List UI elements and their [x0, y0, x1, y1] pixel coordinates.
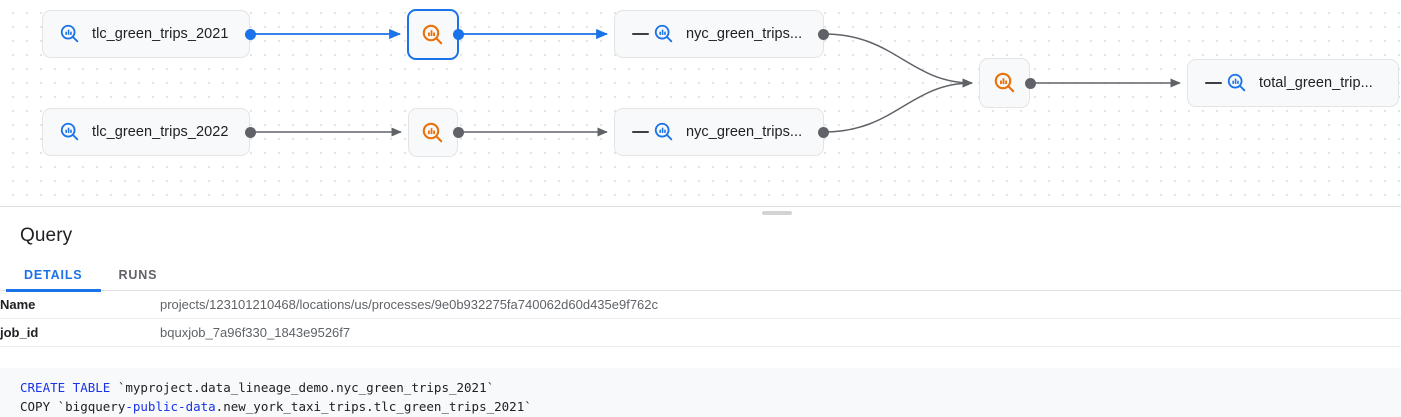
row-key: job_id: [0, 325, 39, 340]
table-search-icon: [59, 23, 81, 45]
node-label: total_green_trip...: [1259, 75, 1373, 91]
graph-node-process-bottom[interactable]: [408, 108, 458, 157]
graph-node-total-green-trips[interactable]: total_green_trip...: [1187, 59, 1399, 107]
connector-dot-tlc2022-out[interactable]: [245, 127, 256, 138]
edge-nyc-top-to-merge: [823, 33, 973, 88]
lineage-graph-canvas[interactable]: tlc_green_trips_2021: [0, 0, 1401, 206]
table-search-icon: [653, 121, 675, 143]
details-table: Name projects/123101210468/locations/us/…: [0, 291, 1401, 347]
sql-code-block[interactable]: CREATE TABLE `myproject.data_lineage_dem…: [0, 368, 1401, 417]
graph-node-nyc-green-trips-bottom[interactable]: nyc_green_trips...: [614, 108, 824, 156]
sql-keyword-public-data: -public-data: [125, 399, 216, 414]
connector-dot-merge-out[interactable]: [1025, 78, 1036, 89]
table-row: job_id bquxjob_7a96f330_1843e9526f7: [0, 319, 1401, 347]
connector-dot-process-top-out[interactable]: [453, 29, 464, 40]
edge-nyc-bot-to-merge: [823, 78, 973, 133]
node-label: tlc_green_trips_2022: [92, 124, 229, 140]
connector-dot-tlc2021-out[interactable]: [245, 29, 256, 40]
graph-node-tlc-green-trips-2022[interactable]: tlc_green_trips_2022: [42, 108, 250, 156]
table-search-icon: [653, 23, 675, 45]
node-label: tlc_green_trips_2021: [92, 26, 229, 42]
tab-details[interactable]: DETAILS: [6, 258, 101, 292]
tab-runs[interactable]: RUNS: [118, 267, 158, 282]
panel-title: Query: [20, 225, 73, 246]
graph-node-process-top[interactable]: [407, 9, 459, 60]
collapse-minus-icon[interactable]: [1200, 82, 1226, 84]
table-search-icon: [59, 121, 81, 143]
process-search-icon: [421, 121, 445, 145]
node-label: nyc_green_trips...: [686, 124, 803, 140]
sql-keyword-create-table: CREATE TABLE: [20, 380, 111, 395]
process-search-icon: [993, 71, 1017, 95]
connector-dot-nyc-top-out[interactable]: [818, 29, 829, 40]
panel-resize-handle[interactable]: [762, 211, 792, 215]
row-value: projects/123101210468/locations/us/proce…: [160, 297, 659, 312]
sql-line1-rest: `myproject.data_lineage_demo.nyc_green_t…: [110, 380, 495, 395]
node-label: nyc_green_trips...: [686, 26, 803, 42]
graph-node-process-merge[interactable]: [979, 58, 1030, 108]
panel-divider: [0, 206, 1401, 213]
sql-line2-pre: COPY `bigquery: [20, 399, 126, 414]
process-search-icon: [421, 23, 445, 47]
row-key: Name: [0, 297, 36, 312]
connector-dot-nyc-bottom-out[interactable]: [818, 127, 829, 138]
sql-line2-rest: .new_york_taxi_trips.tlc_green_trips_202…: [215, 399, 532, 414]
table-row: Name projects/123101210468/locations/us/…: [0, 291, 1401, 319]
row-value: bquxjob_7a96f330_1843e9526f7: [160, 325, 351, 340]
collapse-minus-icon[interactable]: [627, 131, 653, 133]
graph-edge-layer: [250, 28, 1181, 137]
connector-dot-process-bottom-out[interactable]: [453, 127, 464, 138]
panel-tabs: DETAILS RUNS: [0, 258, 1401, 292]
table-search-icon: [1226, 72, 1248, 94]
graph-node-tlc-green-trips-2021[interactable]: tlc_green_trips_2021: [42, 10, 250, 58]
graph-node-nyc-green-trips-top[interactable]: nyc_green_trips...: [614, 10, 824, 58]
collapse-minus-icon[interactable]: [627, 33, 653, 35]
